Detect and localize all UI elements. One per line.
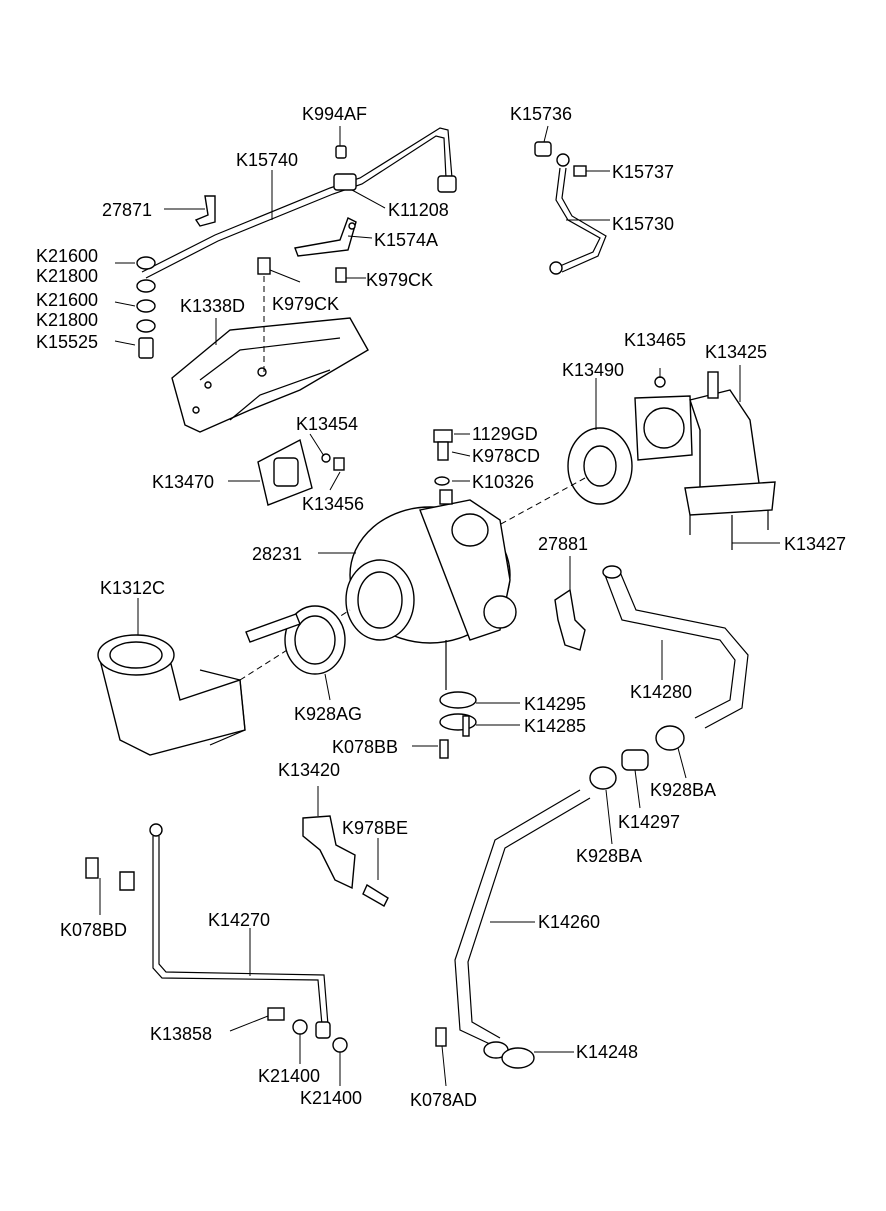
- oil-drain-pipe-k14270: [149, 823, 348, 1053]
- label-k13490: K13490: [562, 360, 624, 380]
- bolt-1129gd: [433, 429, 453, 486]
- label-k928ba-a: K928BA: [650, 780, 716, 800]
- label-k15525: K15525: [36, 332, 98, 352]
- label-k1312c: K1312C: [100, 578, 165, 598]
- label-k928ba-b: K928BA: [576, 846, 642, 866]
- label-k14260: K14260: [538, 912, 600, 932]
- label-k13858: K13858: [150, 1024, 212, 1044]
- label-k13425: K13425: [705, 342, 767, 362]
- hose-clamp-k928ag: [245, 605, 346, 675]
- label-k979ck-a: K979CK: [272, 294, 339, 314]
- label-k928ag: K928AG: [294, 704, 362, 724]
- label-k13465: K13465: [624, 330, 686, 350]
- oil-line-k15730: [534, 141, 607, 275]
- bracket-k1574a: [294, 217, 357, 283]
- oil-feed-pipe: [141, 127, 457, 279]
- label-k15740: K15740: [236, 150, 298, 170]
- heat-shield: [171, 257, 369, 433]
- label-k13427: K13427: [784, 534, 846, 554]
- label-k994af: K994AF: [302, 104, 367, 124]
- label-k13456: K13456: [302, 494, 364, 514]
- label-k13470: K13470: [152, 472, 214, 492]
- label-k15737: K15737: [612, 162, 674, 182]
- label-k978cd: K978CD: [472, 446, 540, 466]
- leader-lines: [99, 125, 780, 1087]
- label-k21600-a: K21600: [36, 246, 98, 266]
- label-k14295: K14295: [524, 694, 586, 714]
- clip-k078bd: [85, 857, 135, 891]
- label-k1574a: K1574A: [374, 230, 438, 250]
- label-k21400-b: K21400: [300, 1088, 362, 1108]
- exhaust-elbow: [634, 371, 776, 550]
- pipe-k14260: [435, 789, 591, 1069]
- label-k13420: K13420: [278, 760, 340, 780]
- label-1129gd: 1129GD: [472, 424, 538, 444]
- label-k078ad: K078AD: [410, 1090, 477, 1110]
- label-27881: 27881: [538, 534, 588, 554]
- label-28231: 28231: [252, 544, 302, 564]
- label-k11208: K11208: [388, 200, 449, 220]
- label-k13454: K13454: [296, 414, 358, 434]
- turbocharger: [345, 489, 517, 690]
- label-k14285: K14285: [524, 716, 586, 736]
- label-k14270: K14270: [208, 910, 270, 930]
- washers-and-bolt-left: [136, 256, 156, 359]
- label-k14280: K14280: [630, 682, 692, 702]
- label-k14248: K14248: [576, 1042, 638, 1062]
- label-k14297: K14297: [618, 812, 680, 832]
- label-k978be: K978BE: [342, 818, 408, 838]
- hose-k14280: [602, 565, 749, 729]
- label-k21800-a: K21800: [36, 266, 98, 286]
- bracket-k13420: [302, 815, 389, 907]
- gasket-k13490: [489, 427, 633, 531]
- label-k1338d: K1338D: [180, 296, 245, 316]
- label-k21400-a: K21400: [258, 1066, 320, 1086]
- gaskets-k14295-k14285: [439, 691, 477, 759]
- label-k078bb: K078BB: [332, 737, 398, 757]
- label-k15730: K15730: [612, 214, 674, 234]
- clamps-and-tube: [589, 725, 685, 790]
- label-k10326: K10326: [472, 472, 534, 492]
- label-k21600-b: K21600: [36, 290, 98, 310]
- gasket-k13470: [257, 438, 345, 506]
- label-27871: 27871: [102, 200, 152, 220]
- bracket-27881: [554, 588, 586, 651]
- part-labels: K994AF K15740 27871 K11208 K1574A K21600…: [36, 104, 846, 1110]
- label-k979ck-b: K979CK: [366, 270, 433, 290]
- label-k078bd: K078BD: [60, 920, 127, 940]
- label-k15736: K15736: [510, 104, 572, 124]
- label-k21800-b: K21800: [36, 310, 98, 330]
